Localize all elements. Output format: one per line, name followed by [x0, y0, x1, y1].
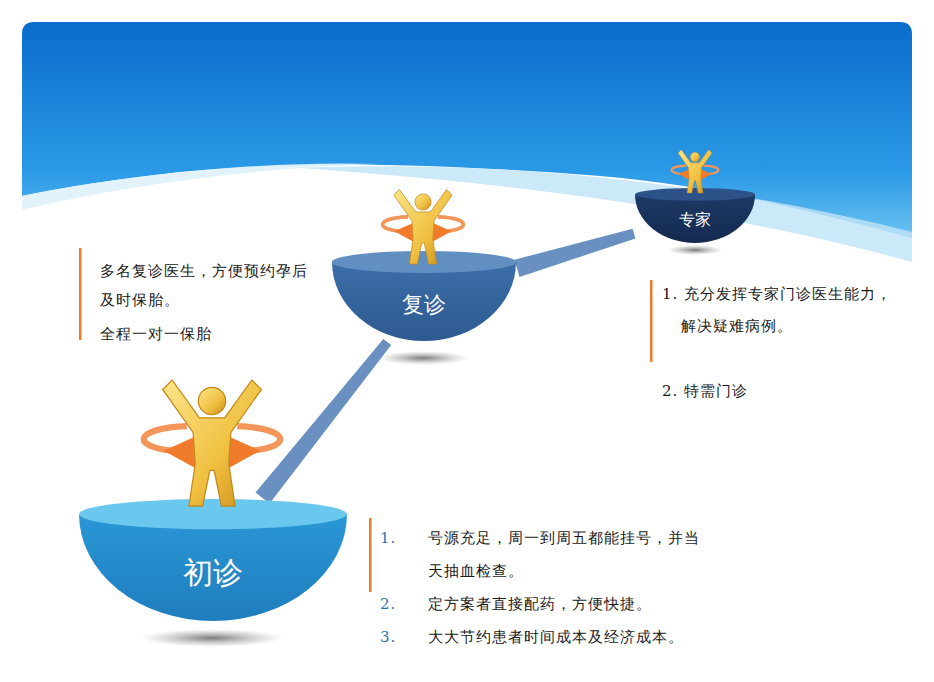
- person-figure: [672, 150, 719, 193]
- list-number: 3.: [380, 621, 410, 654]
- note-text: 1. 充分发挥专家门诊医生能力，解决疑难病例。: [662, 278, 894, 342]
- bowl-rim: [332, 251, 516, 273]
- note-text: 全程一对一保胎: [100, 320, 316, 349]
- note-text: 定方案者直接配药，方便快捷。: [428, 588, 708, 621]
- beam: [256, 339, 392, 504]
- person-figure: [144, 380, 281, 506]
- list-number: 1.: [380, 522, 410, 555]
- bowl-body: [332, 262, 516, 341]
- note-text: 号源充足，周一到周五都能挂号，并当天抽血检查。: [428, 522, 708, 588]
- beam-connector: [514, 229, 635, 277]
- bowl-label: 初诊: [183, 556, 243, 589]
- person-figure: [383, 190, 464, 264]
- bowl-node: 专家: [634, 187, 756, 244]
- bowl-shadow: [377, 351, 469, 365]
- bowl-rim: [79, 499, 347, 529]
- beam-connector: [256, 339, 392, 504]
- beam: [514, 229, 635, 277]
- bowl-label: 复诊: [402, 293, 446, 317]
- bowl-body: [635, 194, 755, 243]
- note-bar: [79, 248, 82, 340]
- bowl-shadow: [140, 629, 284, 647]
- list-number: 2.: [380, 588, 410, 621]
- bowl-label: 专家: [679, 211, 711, 229]
- note-text: 2. 特需门诊: [662, 375, 894, 407]
- note-bar: [650, 280, 653, 362]
- note-text: 大大节约患者时间成本及经济成本。: [428, 621, 690, 654]
- bowl-rim: [635, 188, 755, 201]
- bowl-node: 复诊: [331, 250, 517, 342]
- bowl-shadow: [667, 245, 723, 255]
- note-bar: [369, 518, 372, 592]
- note-text: 多名复诊医生，方便预约孕后及时保胎。: [100, 257, 316, 315]
- bowl-body: [79, 514, 347, 621]
- bowl-node: 初诊: [78, 498, 348, 622]
- wave-highlight: [22, 163, 380, 210]
